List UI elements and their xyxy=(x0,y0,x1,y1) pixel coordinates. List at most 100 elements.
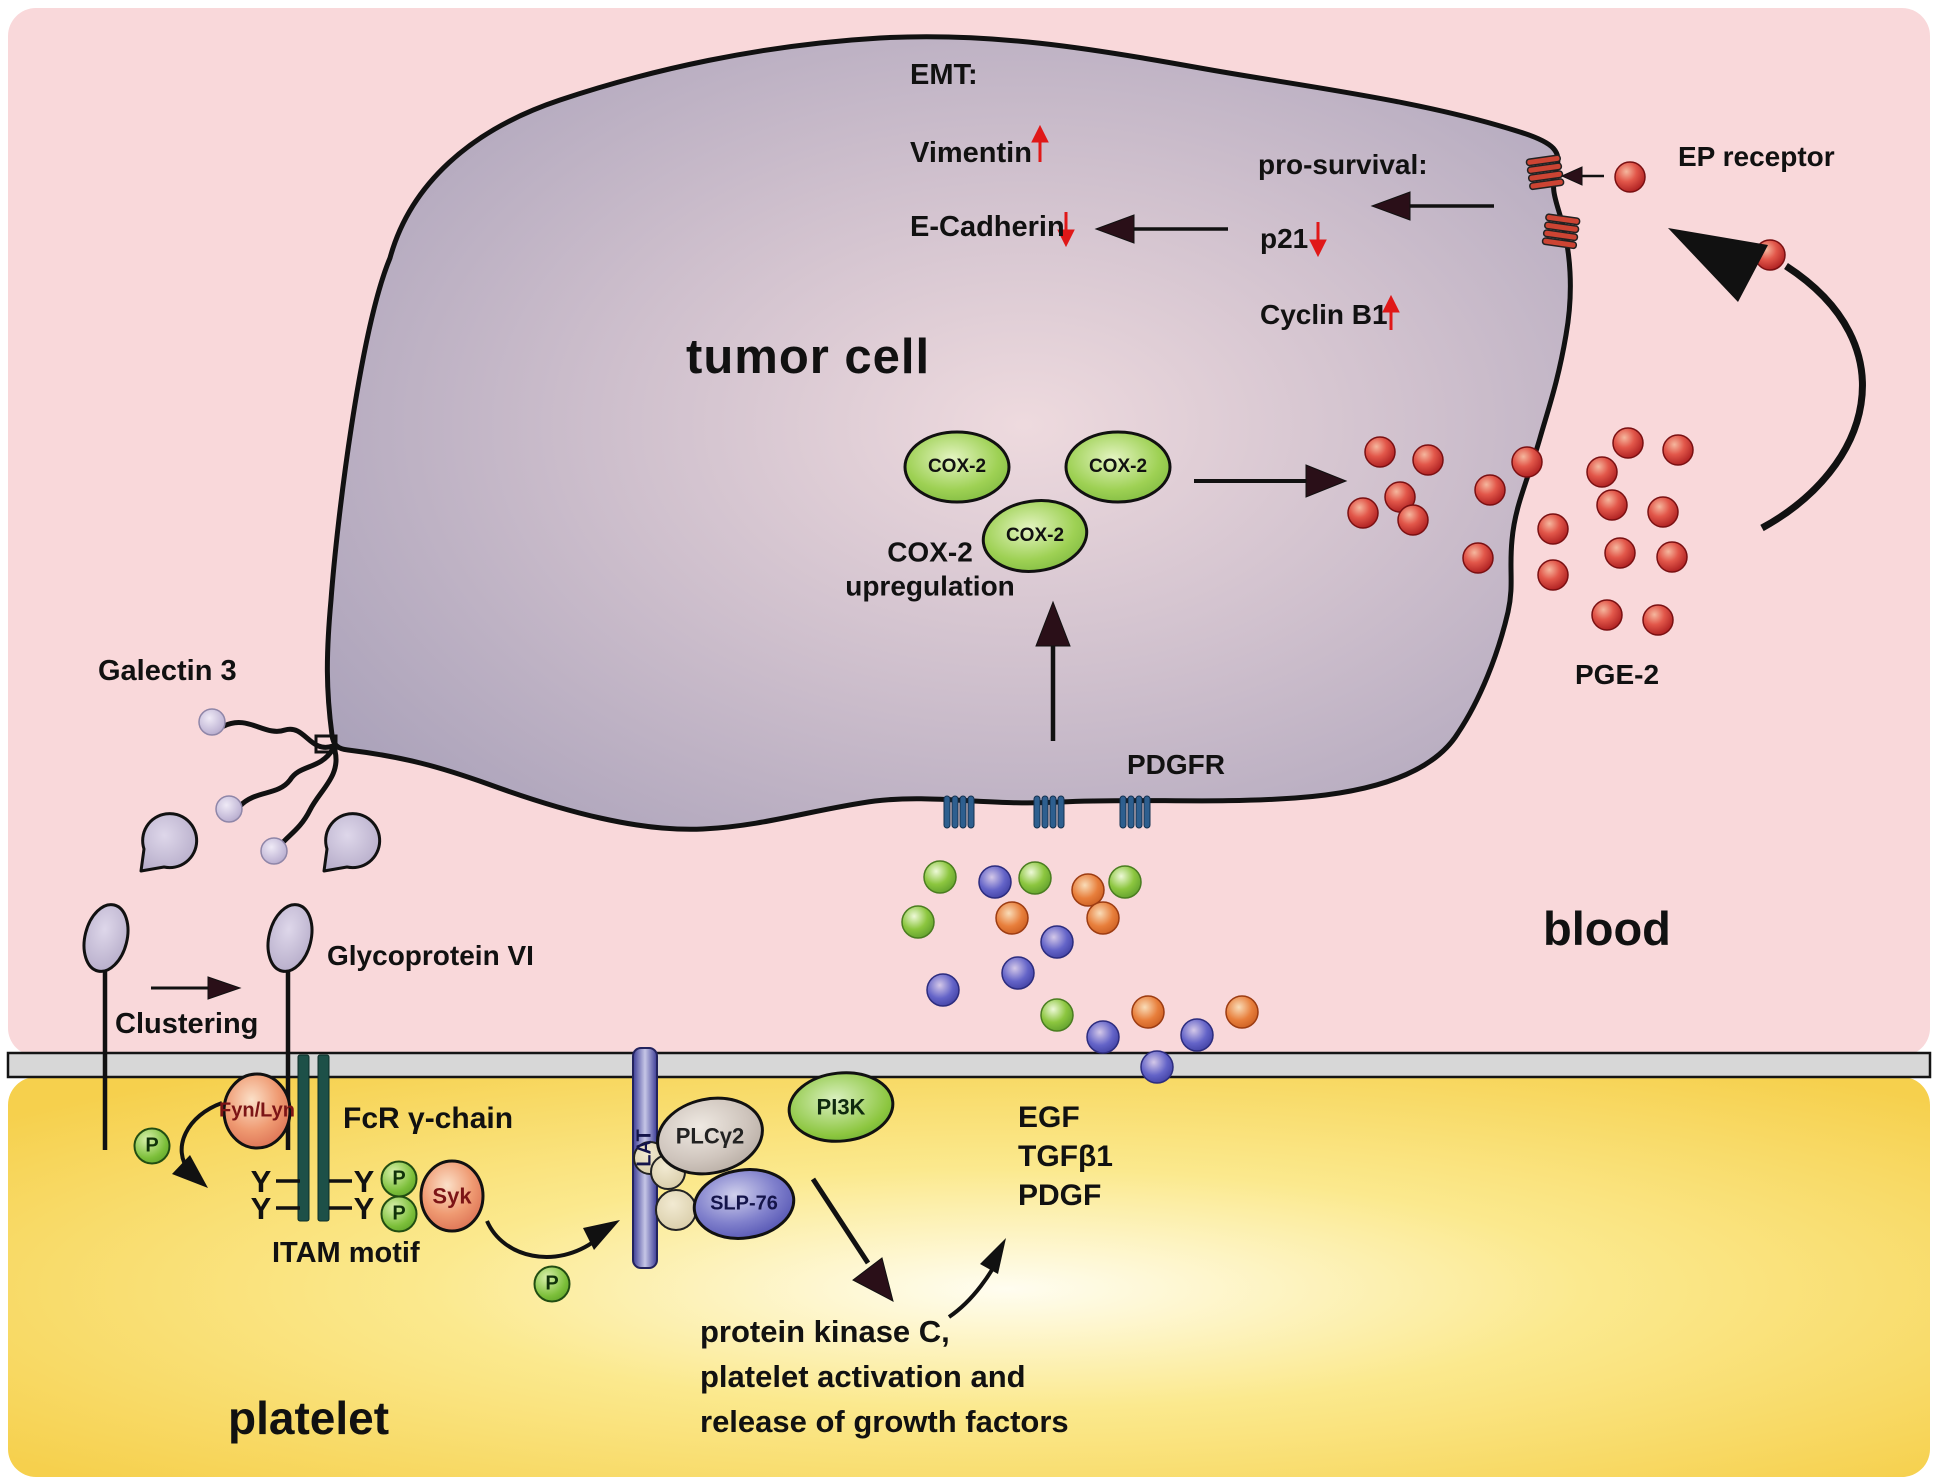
lat-label: LAT xyxy=(633,1129,656,1167)
fcr-gamma-chain-bars xyxy=(297,1054,330,1222)
growth-factor-molecule xyxy=(1071,873,1105,907)
phospho-letter: P xyxy=(392,1202,406,1225)
growth-factor-molecule xyxy=(1225,995,1259,1029)
growth-factor-molecule xyxy=(1140,1050,1174,1084)
arrow-pge2-to-ep xyxy=(1560,166,1604,186)
tyrosine-y: Y xyxy=(250,1164,272,1199)
red-regulation-arrows xyxy=(1031,124,1400,330)
syk-label: Syk xyxy=(432,1183,472,1209)
arrow-pdgfr-to-cox2 xyxy=(1035,600,1071,741)
arrow-cox2-to-pge2 xyxy=(1194,464,1348,498)
phospho-badge: P xyxy=(533,1265,571,1303)
cyclin-b1-label: Cyclin B1 xyxy=(1260,299,1388,330)
plc-gamma2-oval xyxy=(656,1096,764,1176)
itam-lines xyxy=(276,1179,352,1210)
pdgfr-label: PDGFR xyxy=(1127,749,1225,780)
galectin3-label: Galectin 3 xyxy=(98,655,237,687)
phospho-letter: P xyxy=(392,1167,406,1190)
pi3k-oval xyxy=(787,1071,895,1143)
phospho-letter: P xyxy=(145,1134,159,1157)
growth-factor-molecule xyxy=(995,901,1029,935)
tyrosine-y: Y xyxy=(353,1191,375,1226)
growth-factor-molecule xyxy=(923,860,957,894)
platelet-label: platelet xyxy=(228,1392,390,1444)
phospho-badge: P xyxy=(380,1195,418,1233)
pge2-molecule xyxy=(1537,559,1569,591)
emt-heading: EMT: xyxy=(910,59,978,91)
pdgfr-icon xyxy=(943,795,1151,829)
growth-factor-pdgf: PDGF xyxy=(1018,1179,1102,1212)
glycoprotein-vi-label: Glycoprotein VI xyxy=(327,940,534,971)
tyrosine-y: Y xyxy=(353,1164,375,1199)
tyrosine-y: Y xyxy=(250,1191,272,1226)
clustering-label: Clustering xyxy=(115,1008,259,1040)
arrow-ep-to-prosurvival xyxy=(1370,191,1494,221)
fcr-gamma-label: FcR γ-chain xyxy=(343,1102,514,1135)
pge2-molecule xyxy=(1614,161,1646,193)
arrow-pge2-recycle xyxy=(1668,228,1866,532)
pge2-molecule xyxy=(1591,599,1623,631)
growth-factor-molecule xyxy=(1086,901,1120,935)
arrow-p21-to-ecadherin xyxy=(1094,214,1228,244)
gpvi-receptor-icon xyxy=(82,812,382,1150)
cox2-enzymes xyxy=(903,430,1172,573)
growth-factor-molecule xyxy=(1040,998,1074,1032)
pkc-line-2: platelet activation and xyxy=(700,1359,1026,1394)
e-cadherin-label: E-Cadherin xyxy=(910,211,1065,243)
pge2-molecule xyxy=(1397,504,1429,536)
blood-label: blood xyxy=(1543,902,1671,955)
arrows xyxy=(151,124,1866,1319)
pi3k-label: PI3K xyxy=(816,1094,866,1120)
pge2-molecule xyxy=(1612,427,1644,459)
pge2-molecule xyxy=(1412,444,1444,476)
pge2-molecule xyxy=(1462,542,1494,574)
pkc-line-1: protein kinase C, xyxy=(700,1314,950,1349)
molecule-dots xyxy=(901,161,1786,1084)
pge2-molecule xyxy=(1511,446,1543,478)
arrow-pkc-to-gf xyxy=(947,1238,1006,1319)
ep-receptor-label: EP receptor xyxy=(1678,141,1835,172)
growth-factor-molecule xyxy=(978,865,1012,899)
syk-oval xyxy=(419,1159,485,1233)
itam-label: ITAM motif xyxy=(272,1237,420,1269)
fyn-lyn-label: Fyn/Lyn xyxy=(219,1099,295,1122)
pge2-molecule xyxy=(1537,513,1569,545)
cox2-oval-label: COX-2 xyxy=(1005,525,1065,547)
phospho-letter: P xyxy=(545,1272,559,1295)
growth-factor-molecule xyxy=(1180,1018,1214,1052)
growth-factor-molecule xyxy=(1018,861,1052,895)
pge2-molecule xyxy=(1662,434,1694,466)
pge2-molecule xyxy=(1647,496,1679,528)
growth-factor-tgfb1: TGFβ1 xyxy=(1018,1140,1113,1173)
slp76-oval xyxy=(692,1168,796,1240)
p21-label: p21 xyxy=(1260,223,1309,254)
cox2-oval-label: COX-2 xyxy=(927,456,987,478)
arrow-syk-to-lat xyxy=(485,1220,620,1259)
slp76-label: SLP-76 xyxy=(710,1192,778,1215)
ep-receptor-icon xyxy=(1525,154,1581,250)
cox2-upregulation-line2: upregulation xyxy=(845,570,1015,602)
cox2-oval-label: COX-2 xyxy=(1088,456,1148,478)
pge2-molecule xyxy=(1347,497,1379,529)
growth-factor-molecule xyxy=(1001,956,1035,990)
growth-factor-molecule xyxy=(1108,865,1142,899)
pge2-label: PGE-2 xyxy=(1575,659,1660,690)
pge2-molecule xyxy=(1642,604,1674,636)
vimentin-label: Vimentin xyxy=(910,137,1032,169)
phospho-badge: P xyxy=(380,1160,418,1198)
platelet-membrane xyxy=(6,1051,1932,1079)
plc-gamma2-label: PLCγ2 xyxy=(675,1123,745,1149)
platelet-region xyxy=(8,1077,1930,1477)
pro-survival-heading: pro-survival: xyxy=(1258,149,1428,180)
pge2-molecule xyxy=(1604,537,1636,569)
growth-factor-molecule xyxy=(1086,1020,1120,1054)
pge2-molecule xyxy=(1596,489,1628,521)
growth-factor-egf: EGF xyxy=(1018,1101,1080,1134)
growth-factor-molecule xyxy=(926,973,960,1007)
tumor-cell-label: tumor cell xyxy=(686,330,931,384)
fyn-lyn-oval xyxy=(222,1072,292,1150)
galectin3-heads xyxy=(198,708,288,865)
pge2-molecule xyxy=(1656,541,1688,573)
